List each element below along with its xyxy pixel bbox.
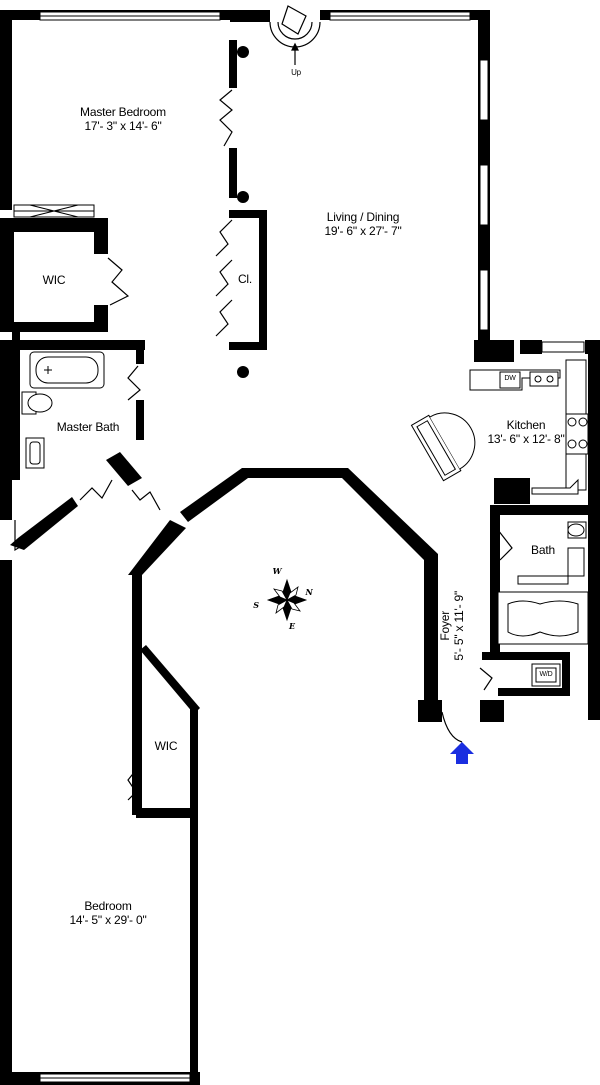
- windows: [13, 11, 585, 1083]
- room-name: Kitchen: [506, 418, 546, 432]
- room-name: Master Bath: [56, 420, 120, 434]
- room-label-bedroom: Bedroom 14'- 5" x 29'- 0": [50, 899, 166, 928]
- room-name: Master Bedroom: [80, 105, 166, 119]
- compass-e-label: E: [289, 621, 295, 631]
- compass-w-label: W: [272, 566, 282, 576]
- doors: [14, 89, 513, 801]
- room-dimensions: 14'- 5" x 29'- 0": [69, 912, 147, 927]
- columns: [237, 46, 249, 378]
- room-dimensions: 19'- 6" x 27'- 7": [324, 223, 402, 238]
- room-label-master-bedroom: Master Bedroom 17'- 3" x 14'- 6": [68, 105, 178, 134]
- washer-dryer-label: W/D: [539, 671, 553, 678]
- spiral-stair: [269, 5, 321, 65]
- room-label-wic-bedroom: WIC: [148, 739, 184, 754]
- room-name: Foyer: [438, 610, 453, 641]
- dishwasher-label: DW: [504, 375, 516, 382]
- room-label-bath: Bath: [524, 543, 562, 558]
- stair-up-label: Up: [291, 68, 301, 77]
- room-name: WIC: [42, 273, 66, 287]
- room-label-foyer: Foyer 5'- 5" x 11'- 9": [438, 581, 467, 671]
- bath-fixtures: [497, 521, 589, 687]
- compass-rose: [266, 578, 308, 622]
- compass-n-label: N: [305, 587, 313, 597]
- room-label-kitchen: Kitchen 13'- 6" x 12'- 8": [474, 418, 578, 447]
- room-dimensions: 13'- 6" x 12'- 8": [487, 431, 565, 446]
- room-dimensions: 5'- 5" x 11'- 9": [452, 590, 466, 661]
- room-name: Bath: [531, 543, 555, 557]
- room-name: Living / Dining: [326, 210, 400, 224]
- master-bath-fixtures: [21, 351, 105, 469]
- room-label-closet: Cl.: [233, 272, 257, 287]
- entry-arrow-icon: [450, 742, 474, 764]
- room-name: WIC: [154, 739, 178, 753]
- compass-s-label: S: [253, 600, 259, 610]
- room-label-living-dining: Living / Dining 19'- 6" x 27'- 7": [300, 210, 426, 239]
- room-name: Bedroom: [84, 899, 132, 913]
- kitchen-fixtures: [410, 359, 589, 495]
- room-dimensions: 17'- 3" x 14'- 6": [84, 118, 162, 133]
- room-label-wic-master: WIC: [36, 273, 72, 288]
- room-label-master-bath: Master Bath: [48, 420, 128, 435]
- room-name: Cl.: [237, 272, 253, 286]
